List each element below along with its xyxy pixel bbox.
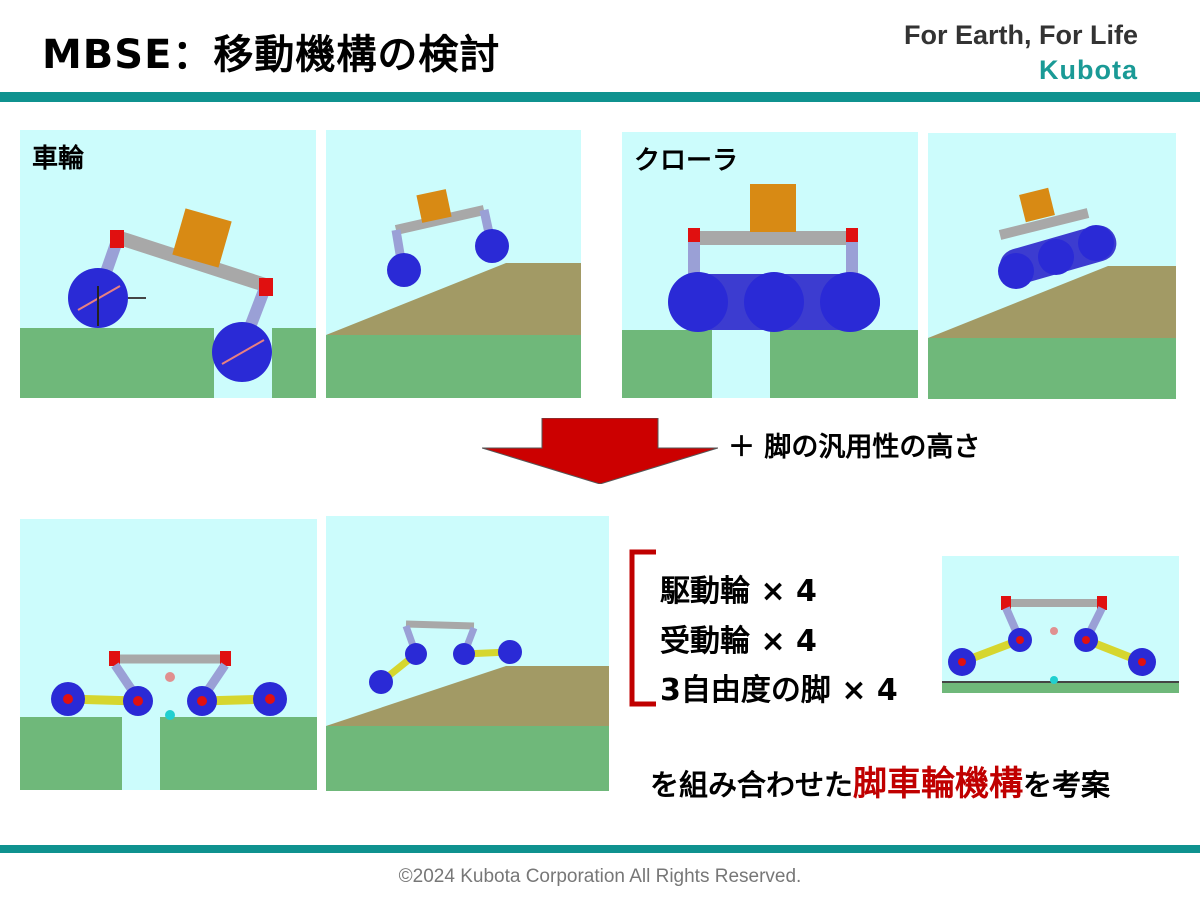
footer-rule [0, 845, 1200, 853]
crawler-slope-illustration [928, 133, 1176, 399]
spec-passive-wheel: 受動輪 × 4 [660, 624, 817, 659]
conclusion-prefix: を組み合わせた [650, 768, 854, 802]
crawler-gap-panel: クローラ [622, 132, 918, 398]
header-rule [0, 92, 1200, 102]
legwheel-gap-panel [20, 519, 317, 790]
legwheel-gap-illustration [20, 519, 317, 790]
legwheel-side-panel [942, 556, 1179, 693]
down-arrow-icon [482, 418, 718, 484]
conclusion-suffix: を考案 [1023, 768, 1111, 802]
spec-drive-wheel: 駆動輪 × 4 [660, 574, 817, 609]
wheel-label: 車輪 [32, 144, 85, 174]
wheel-gap-panel: 車輪 [20, 130, 316, 398]
leg-versatility-note: ＋ 脚の汎用性の高さ [728, 432, 981, 463]
brand-logo: Kubota [1039, 55, 1138, 85]
conclusion-text: を組み合わせた脚車輪機構を考案 [650, 756, 1110, 805]
legwheel-slope-panel [326, 516, 609, 791]
crawler-label: クローラ [634, 146, 739, 176]
copyright-text: ©2024 Kubota Corporation All Rights Rese… [398, 866, 802, 887]
spec-leg-dof: 3自由度の脚 × 4 [660, 673, 898, 708]
crawler-gap-illustration [622, 132, 918, 398]
crawler-slope-panel [928, 133, 1176, 399]
wheel-slope-panel [326, 130, 581, 398]
spec-bracket [629, 549, 656, 707]
legwheel-slope-illustration [326, 516, 609, 791]
brand-slogan: For Earth, For Life [903, 20, 1138, 50]
wheel-slope-illustration [326, 130, 581, 398]
legwheel-side-illustration [942, 556, 1179, 693]
wheel-gap-illustration [20, 130, 316, 398]
page-title: MBSE：移動機構の検討 [42, 32, 501, 78]
conclusion-highlight: 脚車輪機構 [853, 764, 1024, 804]
